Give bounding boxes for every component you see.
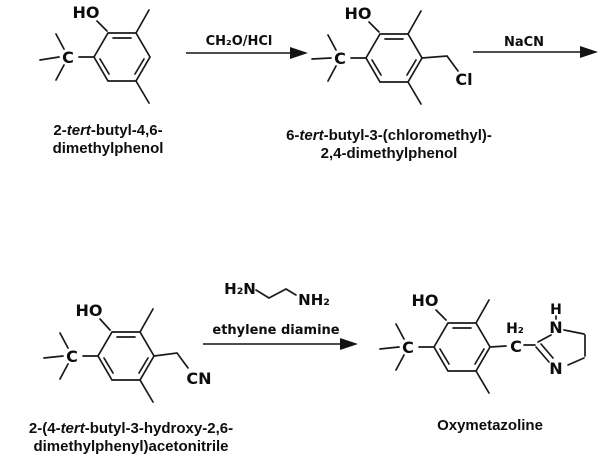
name-segment-italic: tert <box>60 420 85 437</box>
benzene-double-bonds <box>439 327 485 365</box>
chlorine-label: Cl <box>455 70 472 89</box>
compound-name-2-line2: 2,4-dimethylphenol <box>320 145 458 162</box>
tert-butyl-carbon-label: C <box>62 48 74 67</box>
benzene-ring-bonds <box>433 322 491 372</box>
structure-2-tert-butyl-4-6-dimethylphenol: HO C <box>39 3 151 104</box>
compound-name-1: 2-tert-butyl-4,6- dimethylphenol <box>8 122 208 158</box>
name-segment: 2- <box>53 122 67 139</box>
benzene-double-bonds <box>371 38 417 76</box>
arrow-head-icon <box>290 47 308 59</box>
compound-name-2: 6-tert-butyl-3-(chloromethyl)- 2,4-dimet… <box>261 127 517 163</box>
benzene-ring-bonds <box>97 331 155 381</box>
imidazoline-n3-label: N <box>549 359 562 378</box>
structure-6-tert-butyl-3-chloromethyl-2-4-dimethylphenol: HO C Cl <box>311 4 473 105</box>
hydroxyl-label: HO <box>73 3 100 22</box>
reagent-label-step2: NaCN <box>504 35 544 50</box>
name-segment: 2-(4- <box>28 420 61 437</box>
reaction-arrow-3: H₂N NH₂ ethylene diamine <box>203 280 358 350</box>
name-segment: -butyl-4,6- <box>90 122 163 139</box>
amine-right-label: NH₂ <box>298 291 330 309</box>
imidazoline-nh-hydrogen-label: H <box>550 302 562 318</box>
substituent-bonds <box>379 299 507 394</box>
methylene-h2-label: H₂ <box>506 321 524 337</box>
substituent-bonds <box>43 308 189 403</box>
name-segment: 6- <box>286 127 300 144</box>
compound-name-3: 2-(4-tert-butyl-3-hydroxy-2,6- dimethylp… <box>0 420 262 456</box>
compound-name-3-line2: dimethylphenyl)acetonitrile <box>33 438 229 455</box>
tert-butyl-carbon-label: C <box>66 347 78 366</box>
tert-butyl-carbon-label: C <box>402 338 414 357</box>
methylene-carbon-label: C <box>510 337 522 356</box>
compound-name-1-line1: 2-tert-butyl-4,6- <box>8 122 208 140</box>
reaction-arrow-2: NaCN <box>473 35 598 58</box>
hydroxyl-label: HO <box>412 291 439 310</box>
nitrile-label: CN <box>186 369 211 388</box>
benzene-ring-bonds <box>365 33 423 83</box>
substituent-bonds <box>311 10 459 105</box>
compound-name-1-line2: dimethylphenol <box>52 140 164 157</box>
hydroxyl-label: HO <box>76 301 103 320</box>
arrow-head-icon <box>340 338 358 350</box>
name-segment-italic: tert <box>299 127 324 144</box>
compound-name-2-line1: 6-tert-butyl-3-(chloromethyl)- <box>261 127 517 145</box>
tert-butyl-carbon-label: C <box>334 49 346 68</box>
imidazoline-ring-bonds <box>523 315 586 366</box>
name-segment: -butyl-3-hydroxy-2,6- <box>84 420 234 437</box>
imidazoline-n1-label: N <box>549 318 562 337</box>
structure-acetonitrile-intermediate: HO C CN <box>43 301 212 403</box>
arrow-head-icon <box>580 46 598 58</box>
structure-oxymetazoline: HO C H₂ C H N N <box>379 291 586 394</box>
reaction-arrow-1: CH₂O/HCl <box>186 34 308 59</box>
benzene-double-bonds <box>99 37 145 75</box>
amine-left-label: H₂N <box>224 280 256 298</box>
benzene-ring-bonds <box>93 32 151 82</box>
compound-name-3-line1: 2-(4-tert-butyl-3-hydroxy-2,6- <box>0 420 262 438</box>
name-segment: -butyl-3-(chloromethyl)- <box>323 127 492 144</box>
reagent-label-step1: CH₂O/HCl <box>206 34 273 49</box>
name-segment-italic: tert <box>66 122 91 139</box>
compound-name-4: Oxymetazoline <box>437 417 543 434</box>
ethylenediamine-skeleton <box>255 288 297 299</box>
benzene-double-bonds <box>103 336 149 374</box>
hydroxyl-label: HO <box>345 4 372 23</box>
substituent-bonds <box>39 9 150 104</box>
reagent-label-step3: ethylene diamine <box>212 323 339 338</box>
